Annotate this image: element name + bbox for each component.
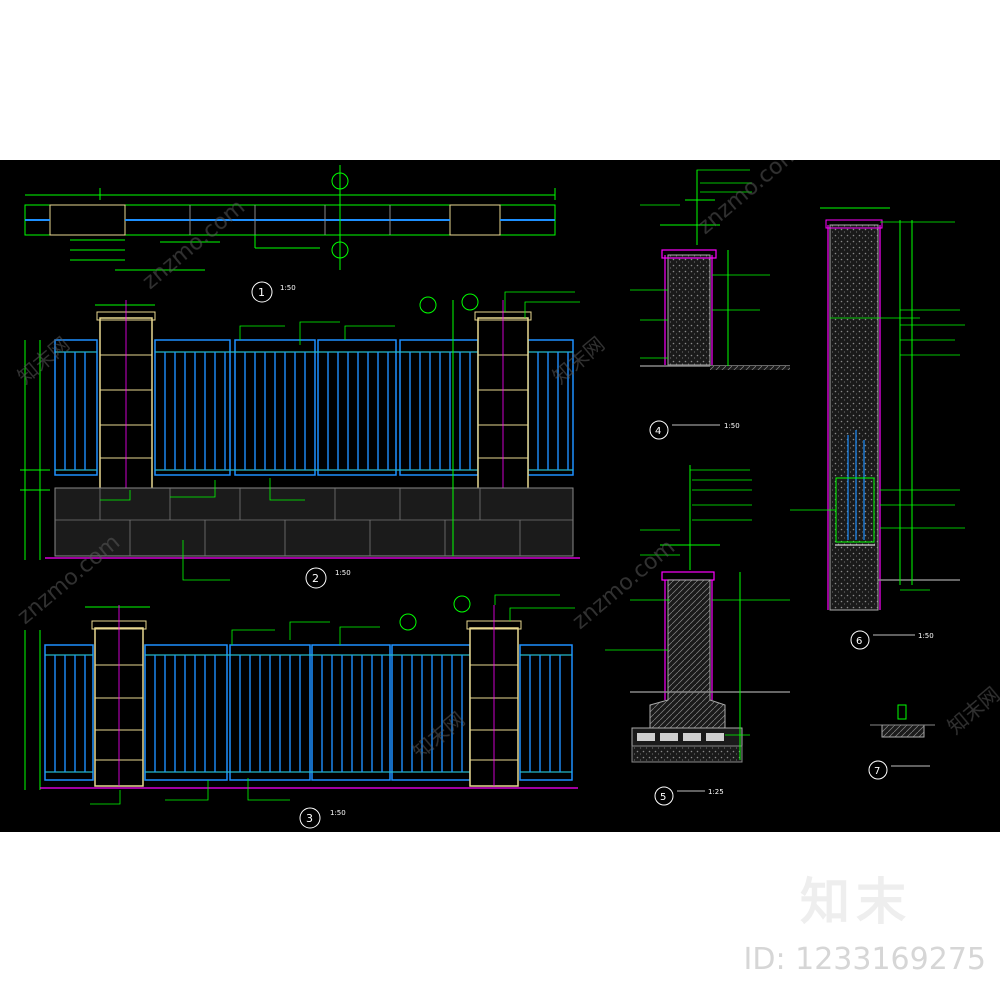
callout-number: 3 [306,812,313,825]
plan-view-1: 1 1:50 [24,165,556,303]
scale-label: 1:50 [335,569,351,577]
scale-label: 1:25 [708,788,724,796]
section-marker-icon [419,296,437,314]
elevation-view-3: 3 1:50 [24,594,578,829]
section-marker-icon [399,613,417,631]
section-marker-icon [453,595,471,613]
callout-number: 5 [660,792,666,803]
scale-label: 1:50 [280,284,296,292]
callout-circle-icon [649,420,669,440]
section-marker-icon [461,293,479,311]
watermark-text: znzmo.com [568,535,680,635]
elevation-view-2: 2 1:50 [20,291,580,589]
callout-number: 1 [258,286,265,299]
callout-number: 6 [856,636,862,647]
callout-circle-icon [654,786,674,806]
callout-circle-icon [299,807,321,829]
detail-view-7: 7 [868,704,935,780]
callout-number: 2 [312,572,319,585]
brand-logo: 知末 [800,873,912,931]
callout-circle-icon [868,760,888,780]
scale-label: 1:50 [724,422,740,430]
callout-circle-icon [251,281,273,303]
cad-drawing-canvas: 1 1:50 [0,140,1000,832]
section-marker-icon [331,241,349,259]
callout-number: 7 [874,766,880,777]
watermark-text: znzmo.com [138,195,250,295]
section-view-5: 5 1:25 [605,465,790,806]
callout-circle-icon [305,567,327,589]
callout-number: 4 [655,426,661,437]
image-id-label: ID: 1233169275 [743,942,986,977]
scale-label: 1:50 [330,809,346,817]
section-view-4: 4 1:50 [630,169,790,440]
callout-circle-icon [850,630,870,650]
section-marker-icon [331,172,349,190]
section-view-6: 6 1:50 [790,207,965,650]
fence-elevation-drawings: 1 1:50 [13,140,1000,829]
watermark-text: 知末网 [943,682,1000,739]
watermark-text: 知末网 [408,707,469,764]
scale-label: 1:50 [918,632,934,640]
